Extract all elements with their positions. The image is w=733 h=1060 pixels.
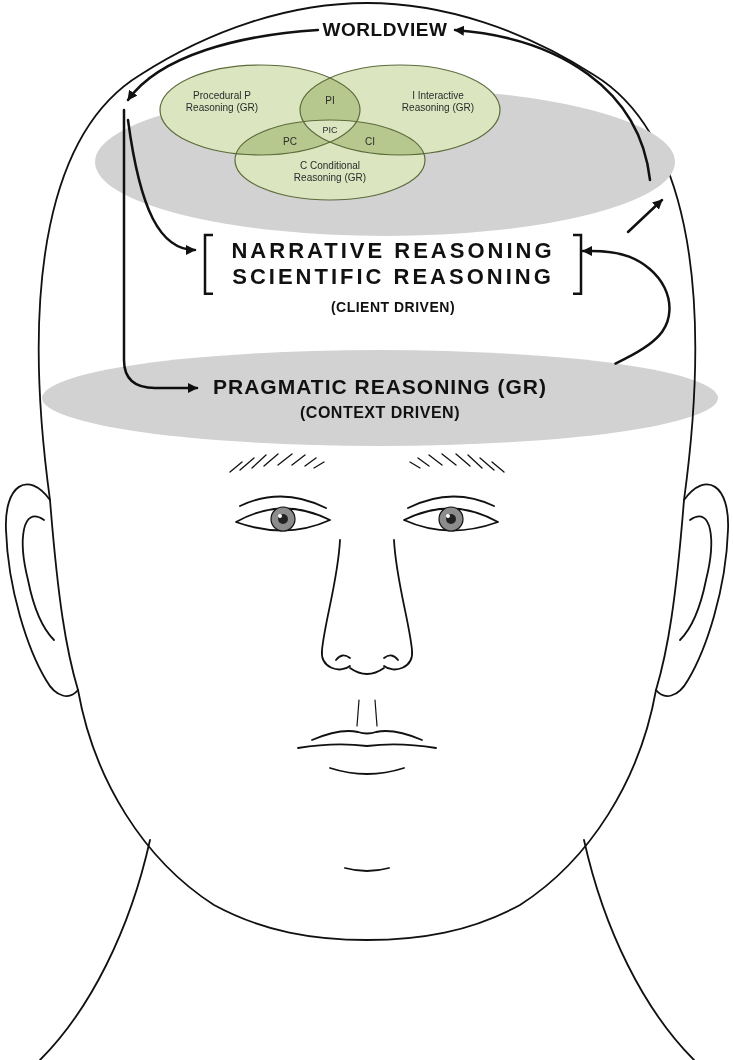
connector-arrow <box>583 251 669 364</box>
flow-arrow <box>628 200 662 232</box>
neck-line <box>584 840 694 1060</box>
venn-fill <box>160 65 500 200</box>
region-label: CI <box>365 136 375 147</box>
head-outline <box>6 3 728 1060</box>
cycle-arrows <box>124 30 662 388</box>
region-label: PI <box>325 95 334 106</box>
upper-lip <box>312 731 422 740</box>
nostril <box>336 655 398 660</box>
nose-tip <box>350 668 384 674</box>
bracket-group: NARRATIVE REASONINGSCIENTIFIC REASONING (… <box>203 234 583 316</box>
label-anchor: PI <box>325 95 334 106</box>
iris <box>271 507 295 531</box>
venn-circle: I Interactive Reasoning (GR) <box>300 65 500 155</box>
philtrum <box>357 700 377 726</box>
venn-fill-c <box>235 120 425 200</box>
mouth-line <box>298 744 436 748</box>
neck-line <box>40 840 150 1060</box>
nose <box>322 540 350 669</box>
node-text: NARRATIVE REASONING <box>231 238 554 264</box>
node-text: SCIENTIFIC REASONING <box>232 264 554 290</box>
venn-overlap <box>300 65 500 155</box>
flow-arrow <box>128 30 318 100</box>
node-text: PRAGMATIC REASONING (GR) <box>213 374 547 399</box>
label-anchor: PC <box>283 136 297 147</box>
region-label: PIC <box>322 126 337 136</box>
node-text: I Interactive Reasoning (GR) <box>394 90 482 114</box>
label-anchor: WORLDVIEW <box>323 20 448 41</box>
flow-arrow <box>124 110 197 388</box>
left-ear <box>6 484 78 696</box>
eye-highlight <box>278 514 282 518</box>
title-label: WORLDVIEW <box>323 20 448 41</box>
node-text: (CONTEXT DRIVEN) <box>300 403 460 422</box>
venn-outline <box>235 120 425 200</box>
pupil <box>446 514 456 524</box>
lower-lip <box>330 768 404 774</box>
band-ellipse: PRAGMATIC REASONING (GR) (CONTEXT DRIVEN) <box>42 350 718 446</box>
region-label: PC <box>283 136 297 147</box>
eyelid-crease <box>240 496 326 508</box>
eyebrow <box>410 454 504 472</box>
node-text: C Conditional Reasoning (GR) <box>285 160 375 184</box>
node-text: (CLIENT DRIVEN) <box>331 299 455 316</box>
head-contour <box>39 3 696 940</box>
right-ear <box>656 484 728 696</box>
node-text: Procedural P Reasoning (GR) <box>178 90 266 114</box>
flow-arrow <box>455 30 650 180</box>
iris <box>439 507 463 531</box>
label-anchor: PIC <box>322 126 337 136</box>
left-ear-inner <box>23 516 54 640</box>
eyebrow <box>230 454 324 472</box>
bracket-right <box>573 235 581 294</box>
right-ear-inner <box>680 516 711 640</box>
eyelid-crease <box>408 496 494 508</box>
chin-line <box>345 868 389 871</box>
bracket-left <box>205 235 213 294</box>
pupil <box>278 514 288 524</box>
eye-highlight <box>446 514 450 518</box>
venn-outline <box>300 65 500 155</box>
band-fill <box>42 350 718 446</box>
nose <box>384 540 412 669</box>
label-anchor: CI <box>365 136 375 147</box>
